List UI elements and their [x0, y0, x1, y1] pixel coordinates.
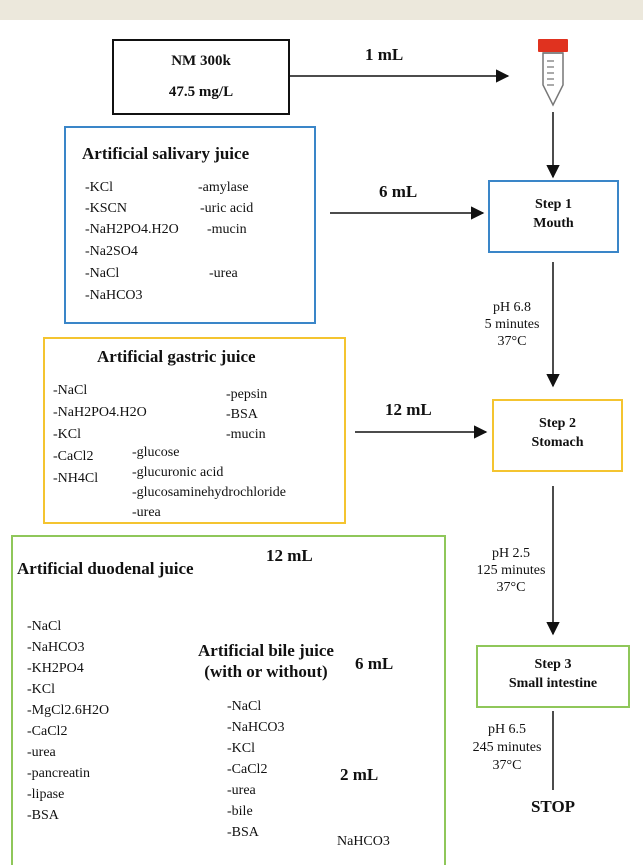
- salivary-item: -NaH2PO4.H2O: [85, 222, 179, 237]
- bile-volume-label: 6 mL: [355, 654, 394, 673]
- bicarbonate-volume-label: 2 mL: [340, 765, 379, 785]
- salivary-item: -amylase: [198, 180, 249, 195]
- duodenal-title: Artificial duodenal juice: [17, 559, 194, 578]
- bile-item: -KCl: [227, 741, 255, 756]
- gastric-item: -NaH2PO4.H2O: [53, 405, 147, 420]
- mouth-temp: 37°C: [497, 334, 527, 349]
- salivary-item: -mucin: [207, 222, 247, 237]
- salivary-title: Artificial salivary juice: [82, 144, 250, 163]
- salivary-item: -urea: [209, 266, 238, 281]
- duodenal-item: -MgCl2.6H2O: [27, 703, 110, 718]
- step1-box: Step 1 Mouth: [488, 180, 619, 253]
- salivary-item: -Na2SO4: [85, 244, 138, 259]
- step3-subtitle: Small intestine: [508, 676, 598, 691]
- salivary-item: -NaCl: [85, 266, 120, 281]
- duodenal-item: -KCl: [27, 682, 55, 697]
- bile-item: -NaCl: [227, 699, 262, 714]
- mouth-ph: pH 6.8: [492, 300, 532, 315]
- duodenal-item: -NaHCO3: [27, 640, 85, 655]
- gastric-item: -CaCl2: [53, 449, 94, 464]
- bile-item: -urea: [227, 783, 256, 798]
- bile-item: -BSA: [227, 825, 259, 840]
- salivary-item: -uric acid: [200, 201, 254, 216]
- step3-box: Step 3 Small intestine: [476, 645, 630, 708]
- bile-item: -bile: [227, 804, 253, 819]
- step1-title: Step 1: [535, 197, 572, 212]
- mouth-time: 5 minutes: [484, 317, 540, 332]
- gastric-item: -mucin: [226, 427, 266, 442]
- salivary-item: -KCl: [85, 180, 113, 195]
- duodenal-item: -NaCl: [27, 619, 62, 634]
- step1-subtitle: Mouth: [533, 216, 574, 231]
- gastric-item: -urea: [132, 505, 161, 520]
- duodenal-item: -BSA: [27, 808, 59, 823]
- duodenal-bile-box: Artificial duodenal juice -NaCl -NaHCO3 …: [11, 535, 446, 865]
- stomach-time: 125 minutes: [476, 563, 546, 578]
- intestine-ph: pH 6.5: [487, 722, 527, 737]
- duodenal-item: -KH2PO4: [27, 661, 84, 676]
- gastric-item: -KCl: [53, 427, 81, 442]
- duodenal-item: -pancreatin: [27, 766, 90, 781]
- gastric-item: -glucose: [132, 445, 180, 460]
- stomach-temp: 37°C: [496, 580, 526, 595]
- intestine-time: 245 minutes: [472, 740, 542, 755]
- gastric-juice-box: Artificial gastric juice -NaCl -NaH2PO4.…: [43, 337, 346, 524]
- gastric-item: -glucosaminehydrochloride: [132, 485, 286, 500]
- sample-name: NM 300k: [171, 53, 231, 69]
- gastric-volume-label: 12 mL: [385, 400, 432, 419]
- gastric-item: -BSA: [226, 407, 258, 422]
- bile-item: -CaCl2: [227, 762, 268, 777]
- tube-icon: [538, 39, 568, 107]
- duodenal-item: -lipase: [27, 787, 65, 802]
- salivary-item: -KSCN: [85, 201, 128, 216]
- duodenal-item: -CaCl2: [27, 724, 68, 739]
- step3-title: Step 3: [534, 657, 572, 672]
- gastric-item: -glucuronic acid: [132, 465, 224, 480]
- gastric-item: -pepsin: [226, 387, 268, 402]
- bicarbonate-label: NaHCO3: [337, 834, 390, 849]
- bile-title-line2: (with or without): [204, 662, 328, 681]
- gastric-item: -NaCl: [53, 383, 88, 398]
- step2-subtitle: Stomach: [531, 435, 584, 450]
- salivary-juice-box: Artificial salivary juice -KCl -KSCN -Na…: [64, 126, 316, 324]
- top-band: [0, 0, 643, 20]
- duodenal-item: -urea: [27, 745, 56, 760]
- sample-volume-label: 1 mL: [365, 45, 404, 64]
- stop-label: STOP: [530, 797, 576, 816]
- bile-item: -NaHCO3: [227, 720, 285, 735]
- salivary-item: -NaHCO3: [85, 288, 143, 303]
- gastric-item: -NH4Cl: [53, 471, 99, 486]
- sample-box: NM 300k 47.5 mg/L: [112, 39, 290, 115]
- saliva-volume-label: 6 mL: [379, 182, 418, 201]
- step2-title: Step 2: [539, 416, 576, 431]
- stomach-ph: pH 2.5: [491, 546, 531, 561]
- step2-box: Step 2 Stomach: [492, 399, 623, 472]
- duodenal-volume-label: 12 mL: [266, 546, 313, 566]
- bile-title-line1: Artificial bile juice: [198, 641, 334, 660]
- intestine-temp: 37°C: [492, 758, 522, 773]
- sample-concentration: 47.5 mg/L: [168, 84, 234, 100]
- gastric-title: Artificial gastric juice: [97, 347, 256, 366]
